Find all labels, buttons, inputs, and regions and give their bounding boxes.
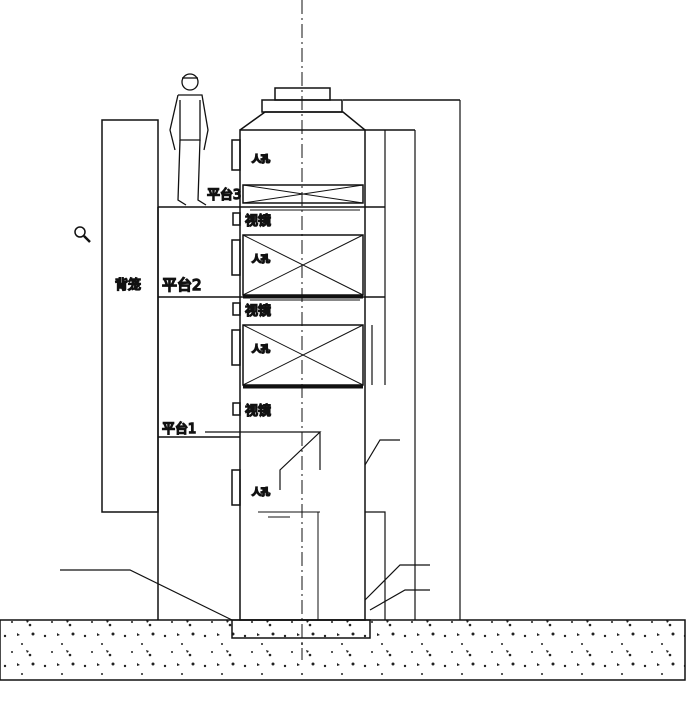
magnifier-icon[interactable] — [74, 226, 91, 243]
sight-glass-label: 视镜 — [245, 404, 271, 419]
sight-glass-label: 视镜 — [245, 304, 271, 319]
manhole-label: 人孔 — [251, 153, 270, 165]
platform-1-label: 平台1 — [162, 422, 196, 437]
sight-glass-label: 视镜 — [245, 214, 271, 229]
ladder-cage — [101, 119, 159, 513]
tower-body — [205, 87, 460, 621]
ground-foundation — [0, 619, 686, 681]
platform-3-label: 平台3 — [207, 188, 241, 203]
worker-figure — [169, 73, 209, 206]
manhole-label: 人孔 — [251, 253, 270, 265]
cage-label: 背笼 — [115, 277, 141, 293]
manhole-label: 人孔 — [251, 486, 270, 498]
manhole-label: 人孔 — [251, 343, 270, 355]
platform-2-label: 平台2 — [162, 276, 202, 294]
dimension-lines — [60, 100, 461, 621]
